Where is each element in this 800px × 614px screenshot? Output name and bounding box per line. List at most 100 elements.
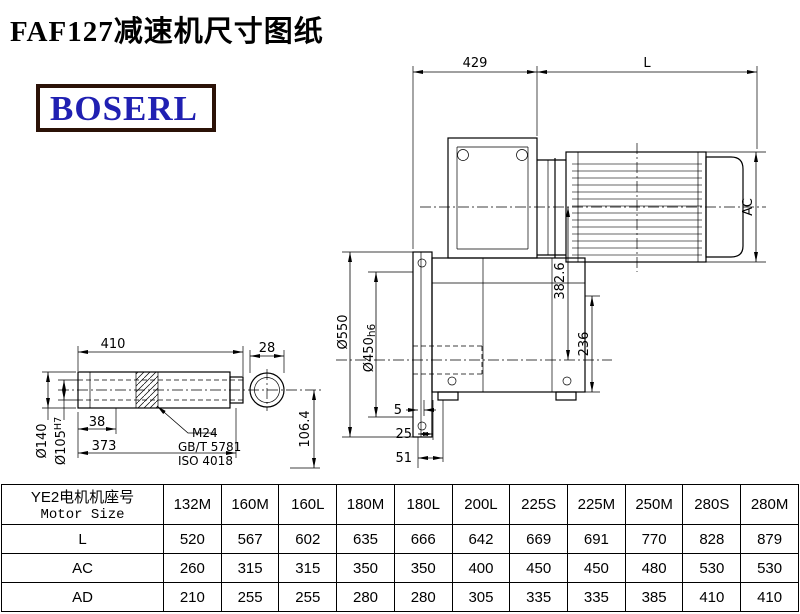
- dim-AC: AC: [741, 198, 756, 216]
- motor-size-label-cn: YE2电机机座号: [30, 489, 135, 506]
- value-AD-180M: 280: [336, 582, 395, 612]
- table-header-motor-size: YE2电机机座号 Motor Size: [1, 484, 164, 525]
- column-header-200L: 200L: [451, 484, 511, 525]
- dim-L: L: [643, 56, 651, 71]
- value-L-280S: 828: [682, 524, 742, 554]
- column-header-225M: 225M: [567, 484, 626, 525]
- dim-450h6: Ø450h6: [362, 323, 378, 372]
- row-label-L: L: [1, 524, 164, 554]
- value-AC-180L: 350: [393, 553, 453, 583]
- dim-373: 373: [92, 439, 117, 454]
- dim-5: 5: [394, 403, 402, 418]
- dim-410: 410: [101, 337, 126, 352]
- dim-429: 429: [463, 56, 488, 71]
- hollow-shaft: [77, 371, 244, 409]
- value-L-280M: 879: [740, 524, 799, 554]
- value-AC-132M: 260: [163, 553, 222, 583]
- technical-drawing: 429 L AC Ø550 Ø450h6: [35, 56, 766, 469]
- value-AC-200L: 400: [451, 553, 511, 583]
- dim-25: 25: [395, 427, 412, 442]
- shaft-end-view: [249, 369, 285, 411]
- value-AC-280S: 530: [682, 553, 742, 583]
- value-AD-200L: 305: [451, 582, 511, 612]
- dim-236: 236: [577, 332, 592, 357]
- value-L-200L: 642: [451, 524, 511, 554]
- thread-callout: M24 GB/T 5781 ISO 4018: [156, 405, 241, 468]
- hollow-shaft-hidden-lines: [413, 345, 483, 375]
- row-label-AD: AD: [1, 582, 164, 612]
- label-standard-gbt: GB/T 5781: [178, 440, 241, 454]
- dim-flange-od: Ø550: [336, 251, 413, 438]
- dim-410-group: 410: [77, 337, 244, 376]
- motor-adapter: [537, 158, 566, 258]
- dim-top: 429 L: [412, 56, 758, 249]
- column-header-160L: 160L: [278, 484, 338, 525]
- value-AD-280S: 410: [682, 582, 742, 612]
- column-header-225S: 225S: [509, 484, 569, 525]
- dim-28: 28: [259, 341, 276, 356]
- row-label-AC: AC: [1, 553, 164, 583]
- column-header-280M: 280M: [740, 484, 799, 525]
- value-AD-250M: 385: [624, 582, 684, 612]
- column-header-180M: 180M: [336, 484, 395, 525]
- motor-fins: [572, 158, 702, 256]
- value-AC-160M: 315: [220, 553, 280, 583]
- value-AD-160M: 255: [220, 582, 280, 612]
- motor-size-label-en: Motor Size: [40, 507, 125, 523]
- column-header-160M: 160M: [220, 484, 280, 525]
- column-header-250M: 250M: [624, 484, 684, 525]
- value-L-180M: 635: [336, 524, 395, 554]
- dim-550: Ø550: [336, 314, 351, 349]
- value-AD-160L: 255: [278, 582, 338, 612]
- dim-105-group: Ø105H7: [53, 379, 78, 465]
- value-L-160L: 602: [278, 524, 338, 554]
- value-AD-180L: 280: [393, 582, 453, 612]
- value-L-225M: 691: [567, 524, 626, 554]
- boserl-logo: BOSERL: [36, 84, 216, 132]
- value-L-132M: 520: [163, 524, 222, 554]
- value-AD-225M: 335: [567, 582, 626, 612]
- value-AC-280M: 530: [740, 553, 799, 583]
- page-title: FAF127减速机尺寸图纸: [10, 16, 324, 48]
- label-thread-m24: M24: [192, 426, 218, 440]
- dim-28-group: 28: [249, 341, 285, 373]
- value-AC-225S: 450: [509, 553, 569, 583]
- dim-140-group: Ø140: [35, 371, 76, 459]
- value-L-250M: 770: [624, 524, 684, 554]
- dim-106-group: 106.4: [290, 390, 320, 469]
- logo-text: BOSERL: [50, 88, 198, 128]
- dim-38-group: 38: [77, 408, 117, 458]
- shaft-detail-view: 410 28 Ø140 Ø105H7 38: [35, 337, 322, 469]
- value-AD-280M: 410: [740, 582, 799, 612]
- shaft-hatch: [136, 372, 158, 408]
- label-standard-iso: ISO 4018: [178, 454, 233, 468]
- main-view: 429 L AC Ø550 Ø450h6: [336, 56, 766, 468]
- column-header-280S: 280S: [682, 484, 742, 525]
- dim-bore-diameter: Ø105H7: [53, 417, 69, 465]
- value-AD-225S: 335: [509, 582, 569, 612]
- value-L-180L: 666: [393, 524, 453, 554]
- fan-cover: [705, 156, 744, 258]
- value-AC-225M: 450: [567, 553, 626, 583]
- dim-38: 38: [89, 415, 106, 430]
- dim-106-4: 106.4: [298, 410, 313, 447]
- dim-373-group: 373: [78, 408, 237, 458]
- column-header-180L: 180L: [393, 484, 453, 525]
- value-AC-250M: 480: [624, 553, 684, 583]
- dim-51: 51: [395, 451, 412, 466]
- value-L-225S: 669: [509, 524, 569, 554]
- dim-382-6: 382.6: [553, 262, 568, 299]
- dim-ac: AC: [706, 151, 766, 263]
- dim-offsets: 5 25 51: [394, 400, 444, 468]
- value-L-160M: 567: [220, 524, 280, 554]
- value-AD-132M: 210: [163, 582, 222, 612]
- dim-382: 382.6: [553, 207, 570, 360]
- dim-spigot: Ø450h6: [362, 271, 413, 418]
- dim-236-group: 236: [577, 295, 600, 393]
